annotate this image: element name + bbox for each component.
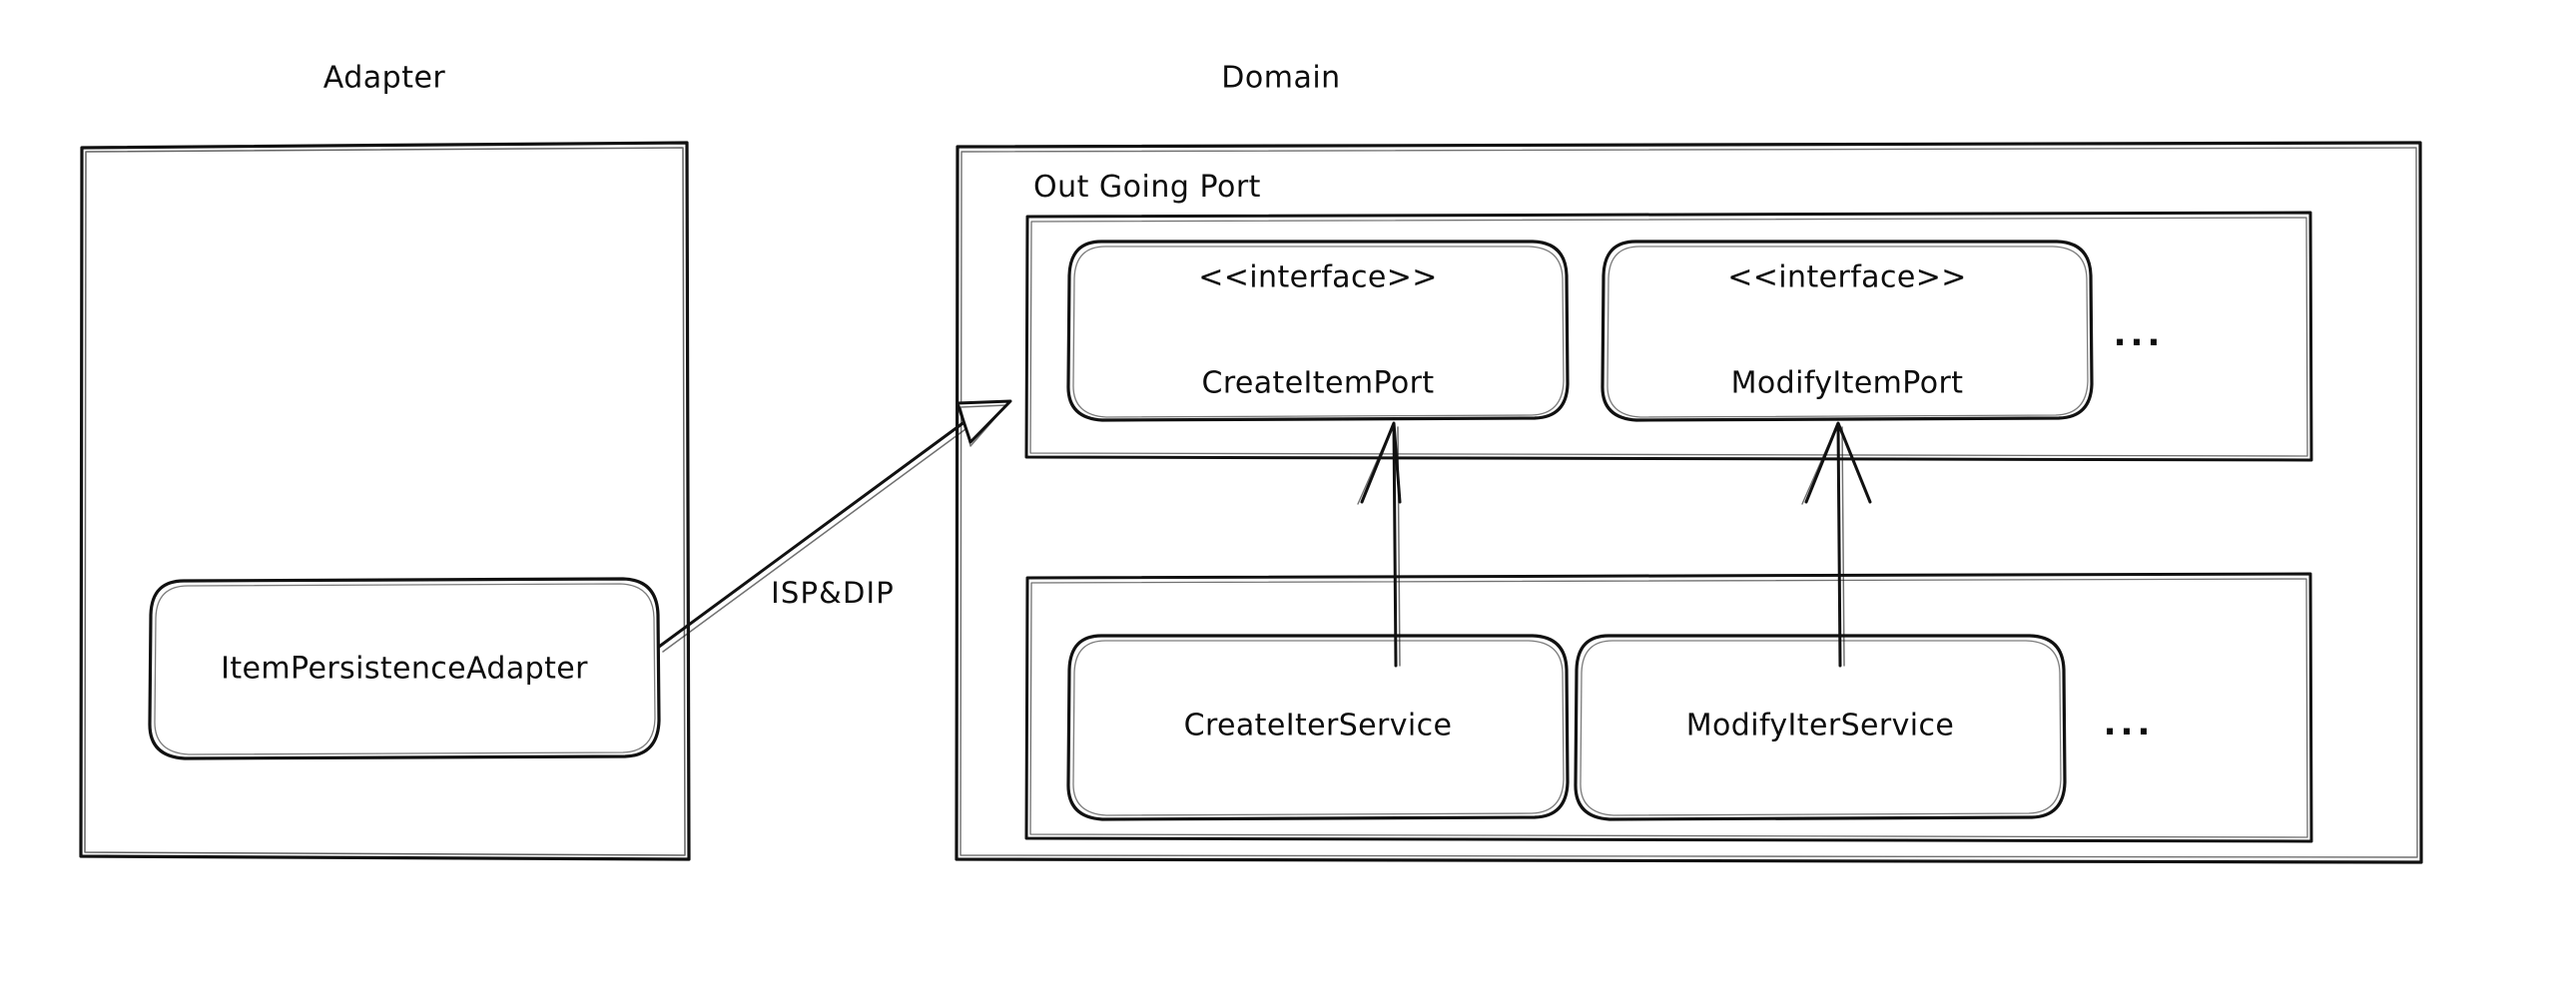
isp-dip-edge[interactable] — [657, 399, 1012, 653]
domain-group-box[interactable] — [955, 141, 2423, 864]
adapter-group-box[interactable] — [79, 141, 691, 861]
modify-item-port-shape[interactable] — [1601, 240, 2094, 422]
out-going-port-box[interactable] — [1024, 211, 2313, 462]
services-box[interactable] — [1024, 572, 2313, 843]
create-iter-to-create-item-port-arrow[interactable] — [1357, 421, 1402, 668]
create-iter-service-shape[interactable] — [1066, 634, 1570, 821]
create-item-port-shape[interactable] — [1066, 240, 1570, 422]
item-persistence-adapter-shape[interactable] — [148, 577, 661, 760]
modify-iter-to-modify-item-port-arrow[interactable] — [1801, 421, 1872, 668]
modify-iter-service-shape[interactable] — [1574, 634, 2067, 821]
